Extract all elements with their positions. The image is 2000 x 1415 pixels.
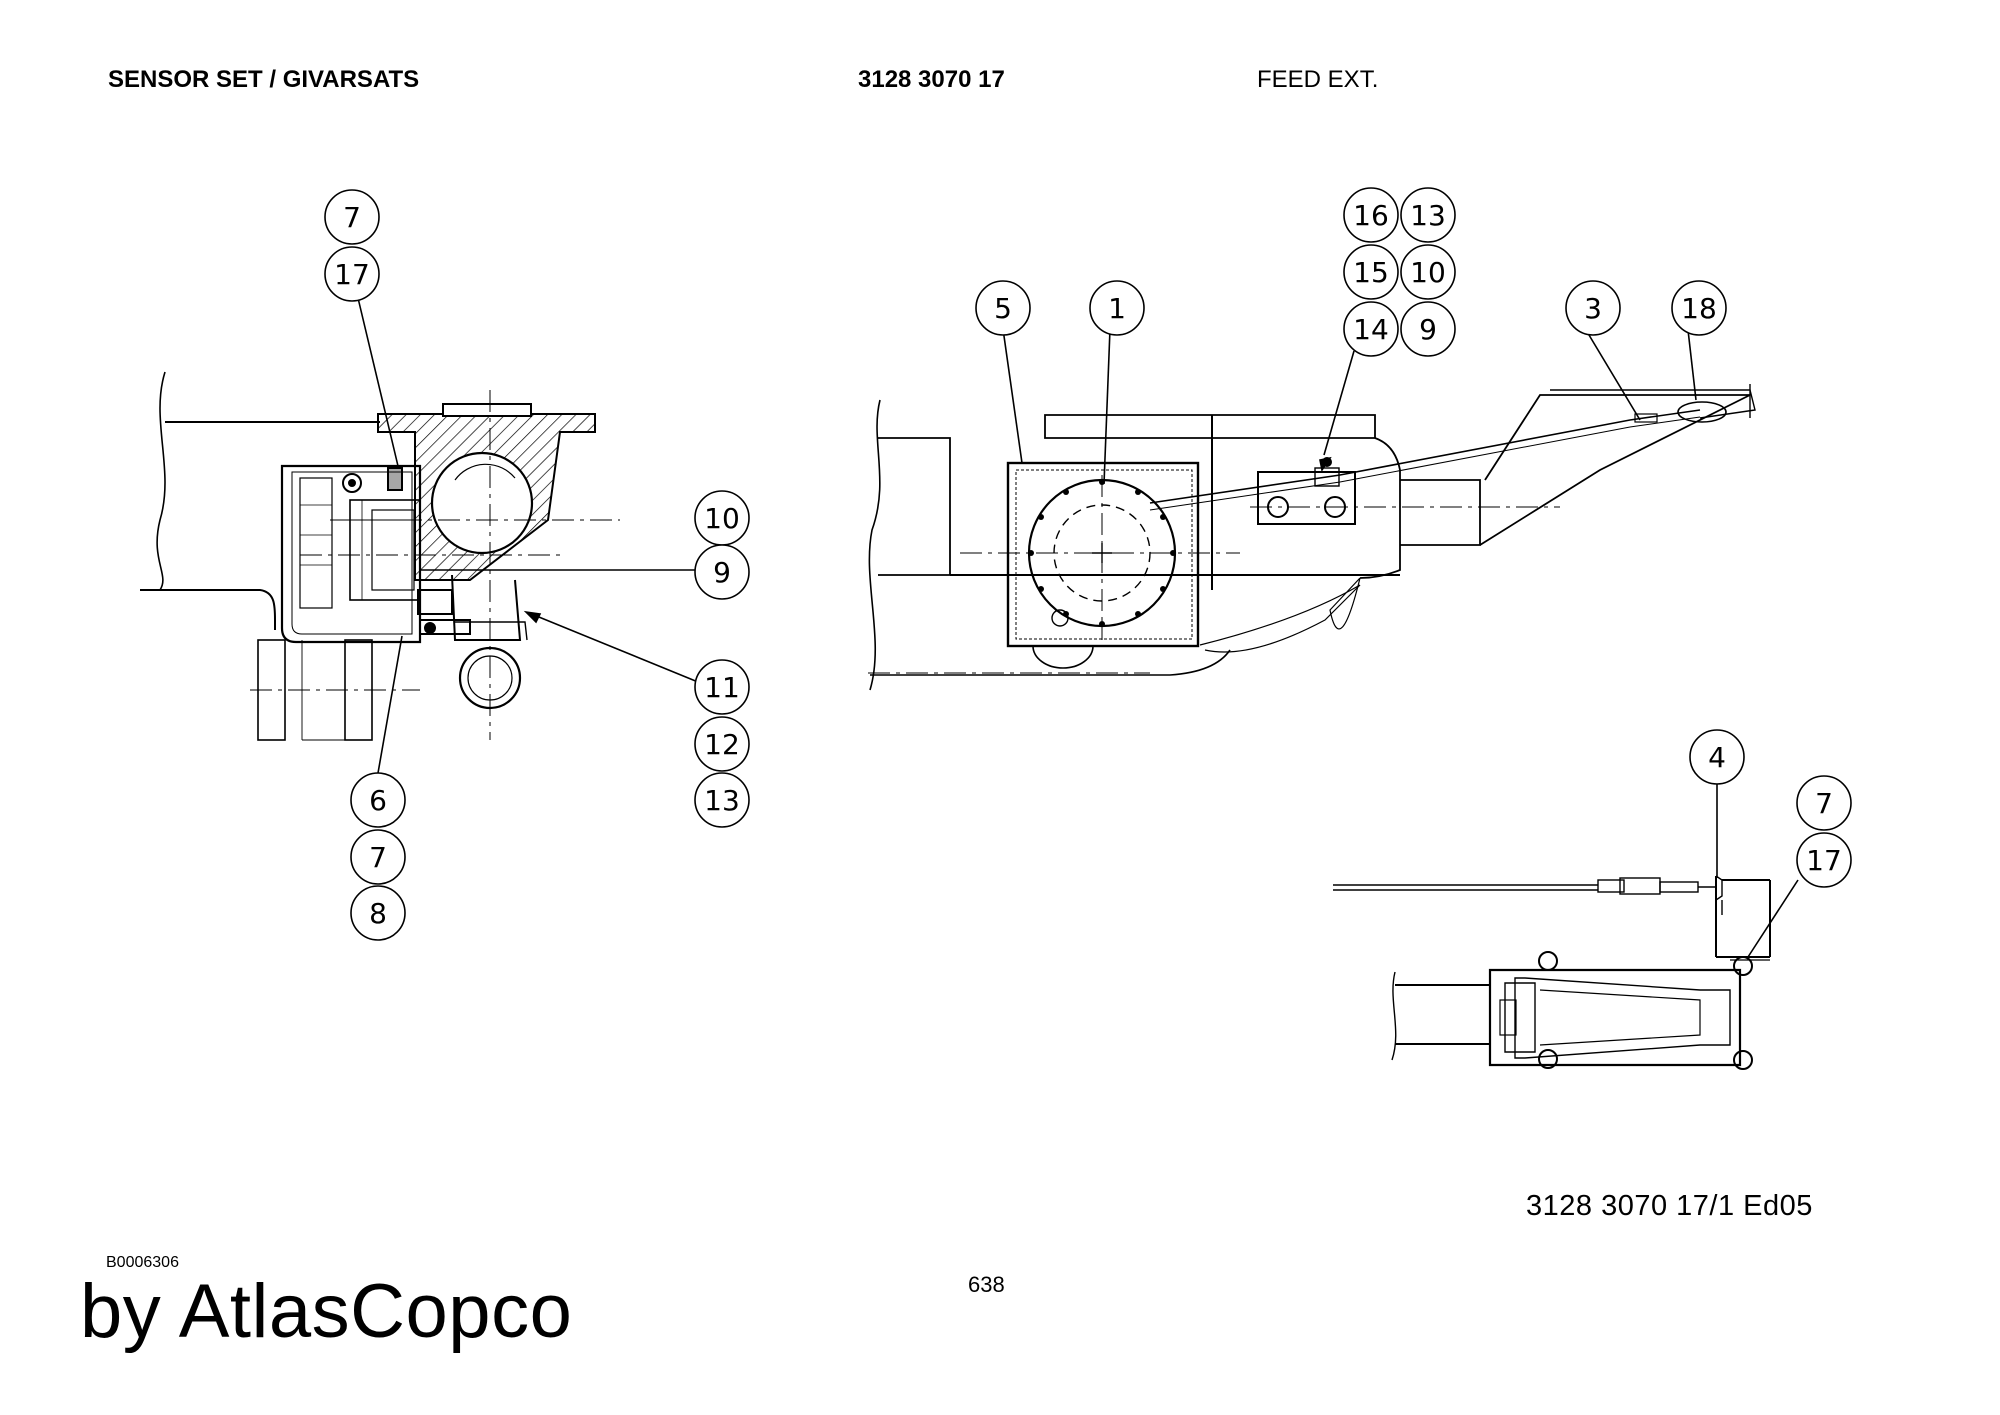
callout-balloon: 9 <box>694 544 750 600</box>
callout-label: 10 <box>1410 256 1446 289</box>
callout-balloon: 10 <box>1400 244 1456 300</box>
callout-label: 1 <box>1108 292 1126 325</box>
drawing-reference: 3128 3070 17/1 Ed05 <box>1526 1190 1813 1222</box>
callout-label: 5 <box>994 292 1012 325</box>
document-title: SENSOR SET / GIVARSATS <box>108 66 420 93</box>
callout-label: 15 <box>1353 256 1389 289</box>
callout-balloon: 7 <box>324 189 380 245</box>
callout-balloon: 8 <box>350 885 406 941</box>
callout-label: 11 <box>704 671 740 704</box>
callout-label: 18 <box>1681 292 1717 325</box>
callout-label: 9 <box>713 556 731 589</box>
callout-label: 13 <box>1410 199 1446 232</box>
callout-balloon: 14 <box>1343 301 1399 357</box>
callout-label: 7 <box>343 201 361 234</box>
callout-label: 14 <box>1353 313 1389 346</box>
callout-balloon: 1 <box>1089 280 1145 336</box>
callout-balloon: 3 <box>1565 280 1621 336</box>
callout-balloon: 17 <box>1796 832 1852 888</box>
callout-label: 4 <box>1708 741 1726 774</box>
page-number: 638 <box>968 1272 1005 1297</box>
left-view-drawing <box>140 371 620 741</box>
callout-balloon: 7 <box>1796 775 1852 831</box>
callout-balloon: 6 <box>350 772 406 828</box>
callout-label: 10 <box>704 502 740 535</box>
detail-view-drawing <box>1333 875 1771 1070</box>
callout-label: 7 <box>1815 787 1833 820</box>
callout-balloon: 5 <box>975 280 1031 336</box>
callout-balloon: 13 <box>694 772 750 828</box>
callout-label: 12 <box>704 728 740 761</box>
callout-balloon: 7 <box>350 829 406 885</box>
callout-label: 3 <box>1584 292 1602 325</box>
main-view-leaders <box>1002 328 1697 485</box>
callout-label: 6 <box>369 784 387 817</box>
callout-label: 13 <box>704 784 740 817</box>
callout-balloon: 17 <box>324 246 380 302</box>
callout-label: 8 <box>369 897 387 930</box>
callout-label: 16 <box>1353 199 1389 232</box>
callout-balloon: 18 <box>1671 280 1727 336</box>
main-view-drawing <box>868 384 1756 691</box>
callout-balloon: 10 <box>694 490 750 546</box>
brand-label: by AtlasCopco <box>80 1269 573 1354</box>
part-number: 3128 3070 17 <box>858 66 1005 93</box>
detail-view-leaders <box>1716 782 1799 958</box>
callout-label: 17 <box>334 258 370 291</box>
callout-balloon: 13 <box>1400 187 1456 243</box>
callout-balloon: 12 <box>694 716 750 772</box>
callout-balloon: 4 <box>1689 729 1745 785</box>
image-id: B0006306 <box>106 1254 179 1271</box>
left-view-leaders <box>357 297 702 774</box>
callout-label: 17 <box>1806 844 1842 877</box>
callout-label: 9 <box>1419 313 1437 346</box>
callout-balloon: 15 <box>1343 244 1399 300</box>
section-label: FEED EXT. <box>1257 66 1379 93</box>
callout-balloon: 11 <box>694 659 750 715</box>
callout-label: 7 <box>369 841 387 874</box>
callout-balloon: 16 <box>1343 187 1399 243</box>
callout-balloon: 9 <box>1400 301 1456 357</box>
